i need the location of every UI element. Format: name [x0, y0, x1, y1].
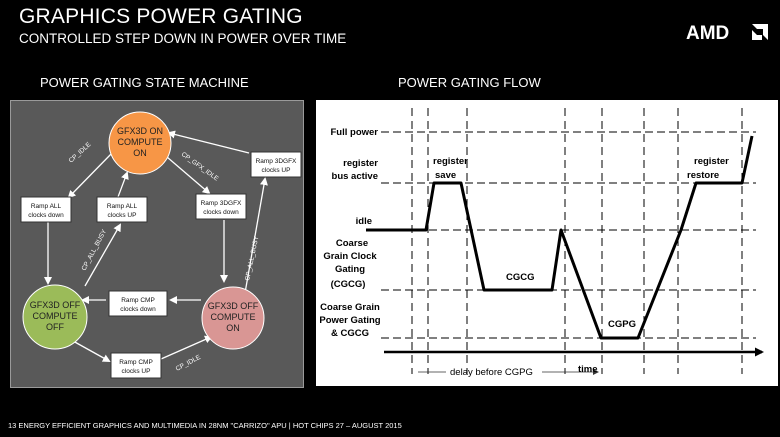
- footer-text: 13 ENERGY EFFICIENT GRAPHICS AND MULTIME…: [8, 421, 402, 430]
- annot-register-save-1: register: [433, 156, 468, 167]
- page-title: GRAPHICS POWER GATING: [19, 5, 303, 28]
- delay-label: delay before CGPG: [450, 367, 533, 378]
- power-curve: [366, 135, 754, 340]
- annot-cgcg: CGCG: [506, 272, 535, 283]
- arrow-off-to-rampcmp-up: [72, 340, 111, 362]
- svg-text:COMPUTE: COMPUTE: [33, 311, 78, 321]
- label-cgcg-1: Coarse: [336, 238, 368, 249]
- annot-cgpg: CGPG: [608, 319, 636, 330]
- edge-label-cp-all-busy-left: CP_ALL_BUSY: [81, 228, 109, 272]
- label-full-power: Full power: [331, 127, 379, 138]
- amd-arrow-icon: [752, 24, 768, 40]
- edge-label-cp-all-busy-right: CP_ALL_BUSY: [244, 235, 260, 282]
- svg-text:GFX3D OFF: GFX3D OFF: [208, 301, 259, 311]
- arrow-on-to-rampall-down: [67, 151, 114, 199]
- svg-text:COMPUTE: COMPUTE: [118, 137, 163, 147]
- label-cgpg-2: Power Gating: [319, 315, 380, 326]
- svg-text:clocks UP: clocks UP: [262, 167, 291, 174]
- annot-register-restore-2: restore: [687, 170, 719, 181]
- svg-text:COMPUTE: COMPUTE: [211, 312, 256, 322]
- svg-text:clocks UP: clocks UP: [122, 368, 151, 375]
- arrow-off-to-rampall-up: [84, 223, 121, 287]
- box-ramp-cmp-up: Ramp CMP clocks UP: [110, 352, 162, 379]
- arrow-on-to-ramp3d-down: [166, 156, 211, 195]
- svg-text:GFX3D ON: GFX3D ON: [117, 126, 163, 136]
- state-machine-panel: CP_IDLE CP_GFX_IDLE CP_ALL_BUSY CP_ALL_B…: [10, 100, 304, 388]
- label-idle: idle: [356, 216, 372, 227]
- svg-text:ON: ON: [226, 323, 240, 333]
- amd-logo: AMD: [686, 23, 768, 42]
- label-cgpg-3: & CGCG: [331, 328, 369, 339]
- box-ramp-3dgfx-down: Ramp 3DGFX clocks down: [195, 193, 247, 220]
- label-register-bus-2: bus active: [332, 171, 378, 182]
- power-flow-panel: Full power register bus active idle Coar…: [316, 100, 778, 386]
- svg-text:ON: ON: [133, 148, 147, 158]
- svg-text:Ramp ALL: Ramp ALL: [31, 203, 62, 210]
- page-subtitle: CONTROLLED STEP DOWN IN POWER OVER TIME: [19, 31, 347, 46]
- state-gfx-off-compute-on: GFX3D OFF COMPUTE ON: [201, 286, 265, 350]
- box-ramp-all-down: Ramp ALL clocks down: [20, 196, 72, 223]
- edge-label-cp-idle-top: CP_IDLE: [68, 141, 93, 165]
- label-cgcg-2: Grain Clock: [323, 251, 377, 262]
- arrow-rampcmp-up-to-offon: [160, 335, 213, 360]
- box-ramp-3dgfx-up: Ramp 3DGFX clocks UP: [250, 151, 302, 178]
- amd-logo-text: AMD: [686, 23, 729, 42]
- label-cgcg-4: (CGCG): [331, 279, 366, 290]
- svg-text:clocks down: clocks down: [203, 209, 239, 216]
- svg-text:Ramp 3DGFX: Ramp 3DGFX: [201, 200, 242, 207]
- time-label: time: [578, 364, 598, 375]
- svg-text:Ramp 3DGFX: Ramp 3DGFX: [256, 158, 297, 165]
- svg-text:Ramp CMP: Ramp CMP: [121, 297, 155, 304]
- label-cgpg-1: Coarse Grain: [320, 302, 380, 313]
- svg-text:clocks down: clocks down: [28, 212, 64, 219]
- flow-heading: POWER GATING FLOW: [398, 75, 541, 90]
- svg-text:OFF: OFF: [46, 322, 64, 332]
- edge-label-cp-idle-bottom: CP_IDLE: [175, 354, 203, 373]
- svg-text:GFX3D OFF: GFX3D OFF: [30, 300, 81, 310]
- label-cgcg-3: Gating: [335, 264, 365, 275]
- arrow-ramp3d-up-to-on: [167, 130, 250, 154]
- box-ramp-all-up: Ramp ALL clocks UP: [96, 196, 148, 223]
- svg-text:clocks down: clocks down: [120, 306, 156, 313]
- state-machine-heading: POWER GATING STATE MACHINE: [40, 75, 249, 90]
- svg-text:Ramp ALL: Ramp ALL: [107, 203, 138, 210]
- box-ramp-cmp-down: Ramp CMP clocks down: [108, 290, 168, 317]
- power-flow-diagram: Full power register bus active idle Coar…: [319, 108, 764, 378]
- arrow-rampall-up-to-on: [117, 171, 129, 198]
- svg-text:clocks UP: clocks UP: [108, 212, 137, 219]
- state-gfx-on: GFX3D ON COMPUTE ON: [108, 111, 172, 175]
- annot-register-save-2: save: [435, 170, 456, 181]
- edge-label-cp-gfx-idle: CP_GFX_IDLE: [180, 151, 220, 183]
- state-machine-diagram: CP_IDLE CP_GFX_IDLE CP_ALL_BUSY CP_ALL_B…: [20, 111, 302, 379]
- state-gfx-off-compute-off: GFX3D OFF COMPUTE OFF: [22, 284, 88, 350]
- annot-register-restore-1: register: [694, 156, 729, 167]
- label-register-bus-1: register: [343, 158, 378, 169]
- svg-text:Ramp CMP: Ramp CMP: [119, 359, 153, 366]
- arrow-offon-to-ramp3d-up: [244, 177, 268, 294]
- amd-arrow-icon-part: [752, 30, 762, 40]
